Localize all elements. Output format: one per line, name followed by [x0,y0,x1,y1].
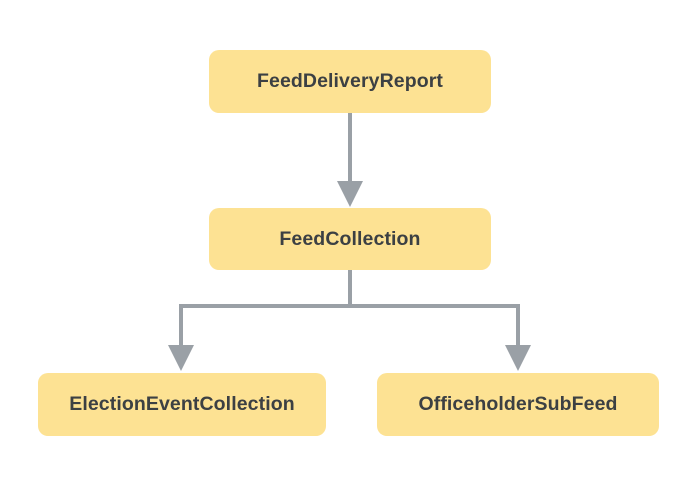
arrowhead-down-icon [168,345,194,371]
node-label: ElectionEventCollection [69,393,295,415]
arrowhead-down-icon [337,181,363,207]
arrowhead-down-icon [505,345,531,371]
node-feed-delivery-report: FeedDeliveryReport [209,50,491,113]
node-election-event-collection: ElectionEventCollection [38,373,326,436]
node-officeholder-sub-feed: OfficeholderSubFeed [377,373,659,436]
node-label: FeedCollection [279,227,421,250]
node-label: OfficeholderSubFeed [418,393,618,415]
edge-line [516,304,520,345]
edge-line [348,113,352,181]
node-feed-collection: FeedCollection [209,208,491,270]
node-label: FeedDeliveryReport [256,70,444,92]
edge-line [179,304,183,345]
edge-line [348,270,352,308]
edge-line [179,304,520,308]
